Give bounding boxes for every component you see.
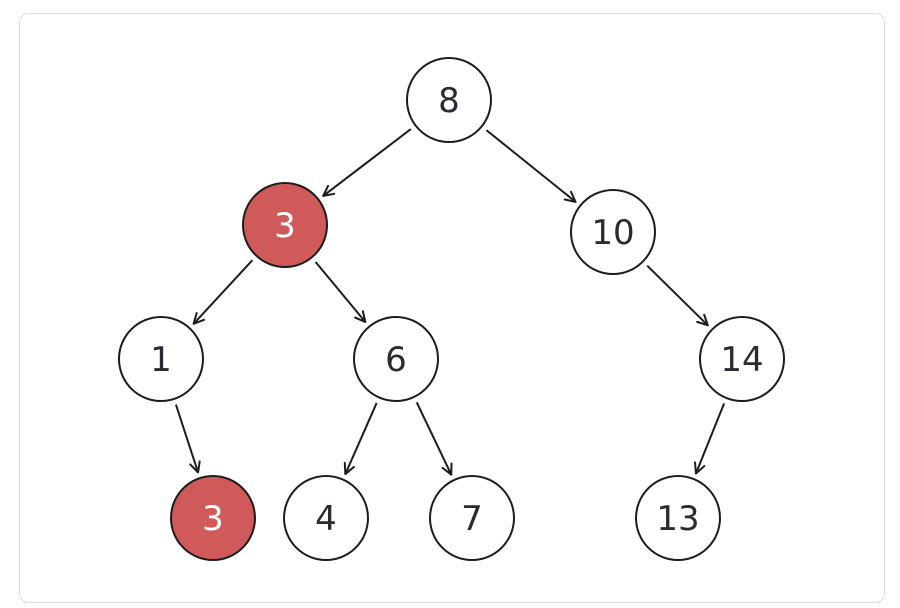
nodes-layer: 8 3 10 1 6 14 3 4 7 13 [118,57,785,561]
edge-n1-to-n3b [174,404,201,474]
edge-n8-to-n3 [322,128,412,197]
edge-n3-to-n6 [314,261,367,324]
edge-n14-to-n13 [694,403,726,475]
node-circle [353,316,439,402]
tree-node-n14: 14 [699,316,785,402]
node-label: 6 [385,340,407,380]
tree-node-n7: 7 [429,475,515,561]
tree-node-n4: 4 [283,475,369,561]
node-circle [118,316,204,402]
node-label: 7 [461,499,483,539]
node-circle [699,316,785,402]
node-circle [635,475,721,561]
node-label: 10 [591,213,634,253]
edge-n10-to-n14 [646,264,709,327]
tree-node-n3b: 3 [170,475,256,561]
node-label: 14 [720,340,763,380]
node-circle [429,475,515,561]
node-circle [283,475,369,561]
edge-n8-to-n10 [485,129,577,203]
tree-node-n8: 8 [406,57,492,143]
highlighted-node-circle [170,475,256,561]
edge-n6-to-n7 [415,401,453,476]
edges-layer [174,128,726,476]
highlighted-node-circle [242,182,328,268]
node-label: 3 [274,206,296,246]
tree-node-n6: 6 [353,316,439,402]
tree-node-n3: 3 [242,182,328,268]
edge-n6-to-n4 [343,402,378,476]
tree-node-n10: 10 [570,189,656,275]
edge-n3-to-n1 [192,259,254,325]
node-circle [570,189,656,275]
tree-node-n13: 13 [635,475,721,561]
tree-node-n1: 1 [118,316,204,402]
node-label: 4 [315,499,337,539]
node-label: 3 [202,499,224,539]
node-label: 1 [150,340,172,380]
node-label: 8 [438,81,460,121]
node-circle [406,57,492,143]
node-label: 13 [656,499,699,539]
